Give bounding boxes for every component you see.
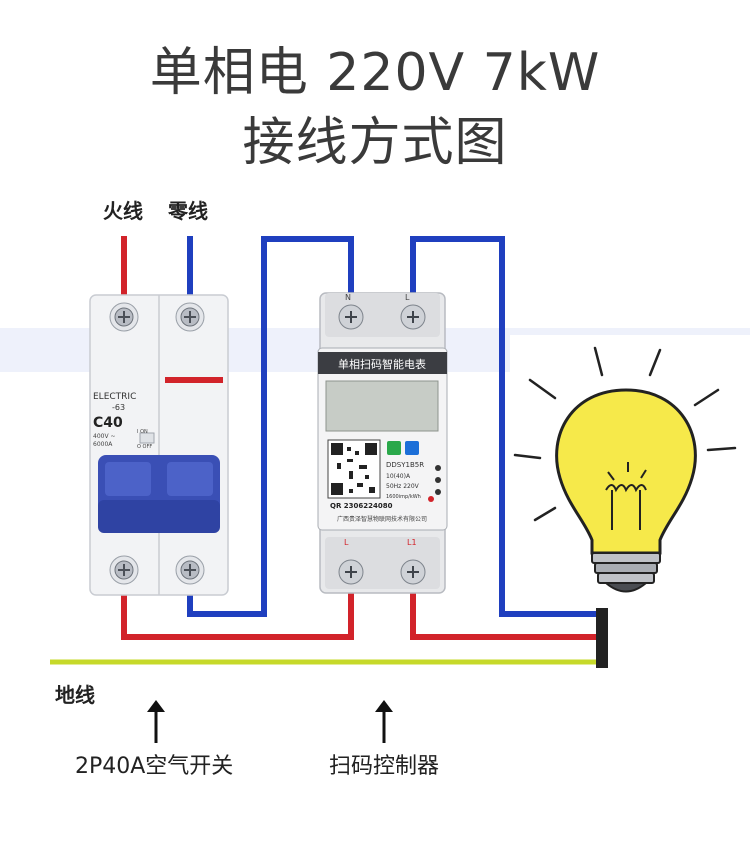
meter-terminal-l-bottom: L — [344, 538, 349, 547]
meter-rating: 10(40)A — [386, 473, 411, 480]
breaker-rating: C40 — [93, 415, 123, 431]
live-wire-label: 火线 — [103, 199, 143, 223]
meter-imp: 1600imp/kWh — [386, 494, 421, 500]
breaker-spec1: 400V ~ — [93, 433, 116, 440]
live-wire — [121, 236, 604, 640]
neutral-wire — [187, 236, 604, 617]
light-bulb-icon — [513, 346, 737, 593]
meter-terminal-l1-bottom: L1 — [407, 538, 417, 547]
meter-maker: 广西贵泽智慧物联网技术有限公司 — [337, 515, 427, 523]
breaker — [89, 294, 229, 596]
meter-serial: QR 2306224080 — [330, 502, 393, 510]
alipay-icon — [405, 441, 419, 455]
meter-voltage: 50Hz 220V — [386, 483, 420, 490]
meter-terminal-l-top: L — [405, 293, 410, 302]
bulb-terminal — [596, 608, 608, 668]
breaker-off-label: O OFF — [137, 444, 152, 450]
breaker-spec2: 6000A — [93, 441, 113, 448]
page-title: 单相电 220V 7kW — [149, 43, 601, 103]
controller-caption: 扫码控制器 — [329, 754, 440, 779]
wechat-icon — [387, 441, 401, 455]
meter-model: DDSY1B5R — [386, 461, 424, 469]
breaker-caption: 2P40A空气开关 — [75, 754, 234, 779]
arrow-up-icon — [375, 700, 393, 743]
neutral-wire-label: 零线 — [168, 199, 208, 223]
earth-wire-label: 地线 — [55, 683, 95, 707]
breaker-on-label: I ON — [137, 429, 148, 435]
meter-terminal-n-top: N — [345, 293, 351, 302]
page-subtitle: 接线方式图 — [242, 113, 508, 173]
meter-header: 单相扫码智能电表 — [338, 357, 426, 371]
breaker-model: -63 — [112, 403, 125, 412]
arrow-up-icon — [147, 700, 165, 743]
breaker-brand: ELECTRIC — [93, 392, 136, 402]
smart-meter — [317, 292, 448, 594]
